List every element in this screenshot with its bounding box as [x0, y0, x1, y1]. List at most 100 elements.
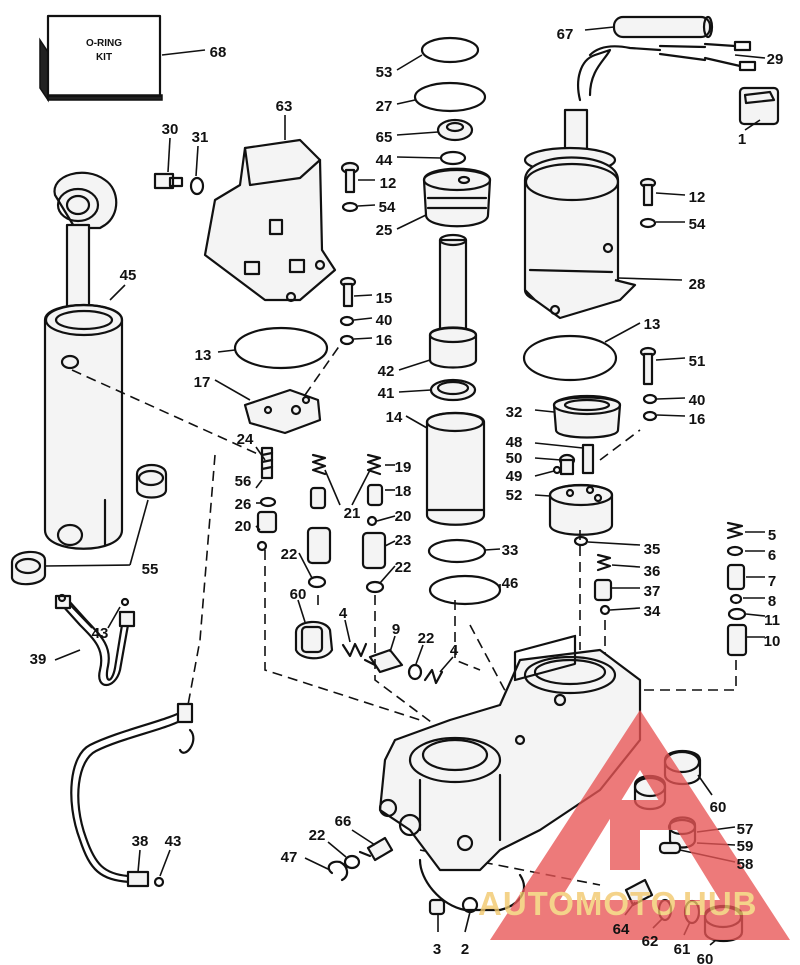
callout-c13a: 13 [195, 347, 212, 364]
callout-c15: 15 [376, 290, 393, 307]
callout-c22a: 22 [281, 546, 298, 563]
callout-c52: 52 [506, 487, 523, 504]
callout-c30: 30 [162, 121, 179, 138]
callout-c29: 29 [767, 51, 784, 68]
callout-c11: 11 [764, 612, 780, 629]
callout-c20b: 20 [395, 508, 412, 525]
callout-c4b: 4 [450, 642, 459, 659]
callout-c55: 55 [142, 561, 159, 578]
callout-c53: 53 [376, 64, 393, 81]
callout-c57: 57 [737, 821, 754, 838]
callout-c42: 42 [378, 363, 395, 380]
callout-c60b: 60 [710, 799, 727, 816]
callout-c56: 56 [235, 473, 252, 490]
callout-c47: 47 [281, 849, 298, 866]
callout-c31: 31 [192, 129, 209, 146]
callout-c4a: 4 [339, 605, 348, 622]
callout-c17: 17 [194, 374, 211, 391]
callout-c16b: 16 [689, 411, 706, 428]
automotohub-watermark: AUTOMOTO HUB [478, 710, 790, 940]
valve-components [255, 446, 454, 685]
callout-c12b: 12 [689, 189, 706, 206]
o-ring-kit-box: O-RING KIT [39, 14, 206, 103]
callout-c26: 26 [235, 496, 252, 513]
callout-c2: 2 [461, 941, 469, 958]
central-piston-stack [396, 36, 502, 606]
o-rings-13 [217, 322, 641, 382]
callout-c66: 66 [335, 813, 352, 830]
callout-c38: 38 [132, 833, 149, 850]
callout-c59: 59 [737, 838, 754, 855]
screws-right [639, 177, 686, 422]
kit-label-line1: O-RING [86, 38, 122, 49]
watermark-text-part1: AUTOMOTO [478, 885, 677, 922]
callout-c14: 14 [386, 409, 403, 426]
callout-c37: 37 [644, 583, 661, 600]
callout-c3: 3 [433, 941, 441, 958]
callout-c7: 7 [768, 573, 776, 590]
pump-housing [378, 634, 642, 914]
callout-c49: 49 [506, 468, 523, 485]
screw-and-washer-30-31 [153, 137, 205, 196]
callout-c51: 51 [689, 353, 706, 370]
callout-c50: 50 [506, 450, 523, 467]
callout-c58: 58 [737, 856, 754, 873]
callout-c1: 1 [738, 131, 746, 148]
callout-c44: 44 [376, 152, 393, 169]
callout-c5: 5 [768, 527, 776, 544]
callout-c36: 36 [644, 563, 661, 580]
callout-c41: 41 [378, 385, 395, 402]
callout-c18: 18 [395, 483, 412, 500]
callout-c48: 48 [506, 434, 523, 451]
tilt-cylinder [10, 171, 168, 586]
kit-label-line2: KIT [96, 52, 112, 63]
callout-c39: 39 [30, 651, 47, 668]
callout-c61: 61 [674, 941, 691, 958]
callout-c19: 19 [395, 459, 412, 476]
callout-c20a: 20 [235, 518, 252, 535]
callout-c64: 64 [613, 921, 630, 938]
callout-c22b: 22 [395, 559, 412, 576]
callout-c16a: 16 [376, 332, 393, 349]
callout-c24: 24 [237, 431, 254, 448]
callout-c25: 25 [376, 222, 393, 239]
callout-c60a: 60 [290, 586, 307, 603]
callout-c54a: 54 [379, 199, 396, 216]
callout-c10: 10 [764, 633, 781, 650]
pump-motor [523, 48, 683, 320]
callout-c27: 27 [376, 98, 393, 115]
callout-c67: 67 [557, 26, 574, 43]
callout-c63: 63 [276, 98, 293, 115]
callout-c33: 33 [502, 542, 519, 559]
callout-c21: 21 [344, 505, 361, 522]
callout-c62: 62 [642, 933, 659, 950]
callout-c23: 23 [395, 532, 412, 549]
callout-c43a: 43 [92, 625, 109, 642]
callout-c35: 35 [644, 541, 661, 558]
reservoir-cover [203, 115, 337, 303]
wiring-parts [584, 15, 780, 131]
callout-c8: 8 [768, 593, 776, 610]
callout-c60c: 60 [697, 951, 714, 965]
callout-c54b: 54 [689, 216, 706, 233]
callout-c12a: 12 [380, 175, 397, 192]
callout-c22c: 22 [418, 630, 435, 647]
hydraulic-lines [54, 593, 195, 888]
callout-c32: 32 [506, 404, 523, 421]
callout-c9: 9 [392, 621, 400, 638]
callout-c65: 65 [376, 129, 393, 146]
callout-c45: 45 [120, 267, 137, 284]
watermark-text-part2: HUB [683, 885, 758, 922]
callout-c46: 46 [502, 575, 519, 592]
callout-c6: 6 [768, 547, 776, 564]
callout-c40b: 40 [689, 392, 706, 409]
right-valve-column [573, 521, 766, 657]
callout-c34: 34 [644, 603, 661, 620]
callout-c68: 68 [210, 44, 227, 61]
callout-c13b: 13 [644, 316, 661, 333]
screws-center [339, 161, 376, 346]
callout-c28: 28 [689, 276, 706, 293]
valve-plate [214, 379, 322, 435]
